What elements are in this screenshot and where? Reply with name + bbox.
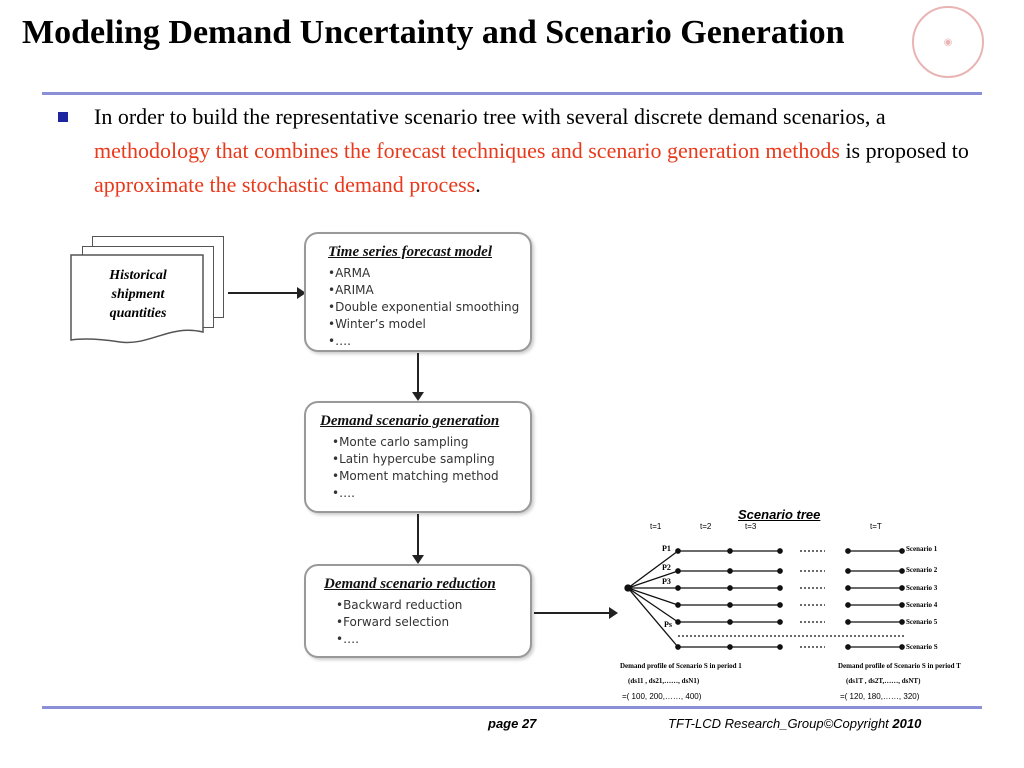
tree-segment [727, 619, 733, 625]
list-item: Backward reduction [336, 597, 530, 614]
tree-segment [727, 548, 733, 554]
tree-segment [675, 619, 681, 625]
list-item: ARIMA [328, 282, 530, 299]
period-label: t=1 [650, 522, 662, 531]
copyright-text: TFT-LCD Research_Group©Copyright [668, 716, 893, 731]
forecast-model-box: Time series forecast model ARMA ARIMA Do… [304, 232, 532, 352]
tree-segment [845, 602, 851, 608]
period-label: t=3 [745, 522, 757, 531]
prob-label: P3 [662, 577, 671, 586]
bullet-text-part1: In order to build the representative sce… [94, 104, 886, 129]
list-item: …. [336, 631, 530, 648]
docs-label: Historical shipment quantities [109, 268, 167, 321]
arrow-reduction-to-tree [534, 607, 618, 619]
list-item: Latin hypercube sampling [332, 451, 530, 468]
list-item: Monte carlo sampling [332, 434, 530, 451]
tree-segment [675, 568, 681, 574]
scenario-label: Scenario 1 [906, 545, 938, 553]
tree-segment [675, 548, 681, 554]
copyright-year: 2010 [892, 716, 922, 731]
profileT-values: =( 120, 180,……, 320) [840, 692, 920, 701]
period-label: t=2 [700, 522, 712, 531]
tree-segment [727, 602, 733, 608]
list-item: Forward selection [336, 614, 530, 631]
scenario-label: Scenario 2 [906, 566, 938, 574]
scenario-reduction-title: Demand scenario reduction [324, 576, 496, 592]
tree-segment [899, 585, 905, 591]
arrow-generation-to-reduction [412, 514, 424, 564]
tree-segment [777, 585, 783, 591]
tree-segment [777, 644, 783, 650]
tree-segment [675, 585, 681, 591]
tree-segment [777, 568, 783, 574]
tree-segment [899, 548, 905, 554]
profile1-values: =( 100, 200,……, 400) [622, 692, 702, 701]
forecast-model-title: Time series forecast model [328, 244, 492, 260]
highlight-methodology: methodology that combines the forecast t… [94, 138, 840, 163]
tree-segment [727, 585, 733, 591]
bullet-text-part3: . [475, 172, 481, 197]
tree-segment [899, 644, 905, 650]
scenario-tree-diagram [624, 548, 905, 650]
arrow-forecast-to-generation [412, 353, 424, 401]
page-number: page 27 [488, 716, 537, 731]
scenario-label: Scenario 4 [906, 601, 938, 609]
scenario-label: Scenario 3 [906, 584, 938, 592]
bullet-text-part2: is proposed to [839, 138, 969, 163]
tree-segment [675, 602, 681, 608]
document-icon [70, 254, 204, 344]
tree-segment [727, 568, 733, 574]
bullet-square-icon [58, 112, 68, 122]
tree-segment [777, 619, 783, 625]
list-item: Moment matching method [332, 468, 530, 485]
list-item: …. [332, 485, 530, 502]
bottom-divider [42, 706, 982, 709]
scenario-generation-list: Monte carlo sampling Latin hypercube sam… [320, 434, 530, 502]
scenario-reduction-box: Demand scenario reduction Backward reduc… [304, 564, 532, 658]
scenario-reduction-list: Backward reduction Forward selection …. [324, 597, 530, 648]
tree-segment [777, 548, 783, 554]
prob-label: Ps [664, 620, 672, 629]
tree-segment [845, 548, 851, 554]
tree-segment [899, 602, 905, 608]
tree-segment [899, 568, 905, 574]
tree-segment [675, 644, 681, 650]
arrow-docs-to-forecast [228, 287, 306, 299]
footer-copyright: TFT-LCD Research_Group©Copyright 2010 [668, 716, 921, 731]
tree-segment [777, 602, 783, 608]
prob-label: P2 [662, 563, 671, 572]
list-item: …. [328, 333, 530, 350]
slide-title: Modeling Demand Uncertainty and Scenario… [22, 14, 845, 51]
university-seal-logo: ◉ [912, 6, 984, 78]
bullet-text: In order to build the representative sce… [94, 100, 994, 202]
scenario-label: Scenario 5 [906, 618, 938, 626]
tree-segment [845, 644, 851, 650]
tree-segment [845, 619, 851, 625]
scenario-generation-box: Demand scenario generation Monte carlo s… [304, 401, 532, 513]
tree-segment [727, 644, 733, 650]
top-divider [42, 92, 982, 95]
scenario-label: Scenario S [906, 643, 938, 651]
list-item: Winter’s model [328, 316, 530, 333]
profile1-label: Demand profile of Scenario S in period 1 [620, 662, 742, 670]
prob-label: P1 [662, 544, 671, 553]
profileT-label: Demand profile of Scenario S in period T [838, 662, 961, 670]
forecast-model-list: ARMA ARIMA Double exponential smoothing … [328, 265, 530, 350]
highlight-approximate: approximate the stochastic demand proces… [94, 172, 476, 197]
tree-segment [899, 619, 905, 625]
tree-segment [845, 568, 851, 574]
list-item: ARMA [328, 265, 530, 282]
tree-segment [845, 585, 851, 591]
profile1-vector: (ds11 , ds21,……, dsN1) [628, 677, 700, 685]
period-label: t=T [870, 522, 882, 531]
scenario-generation-title: Demand scenario generation [320, 413, 500, 429]
list-item: Double exponential smoothing [328, 299, 530, 316]
scenario-tree-title: Scenario tree [738, 507, 821, 522]
profileT-vector: (ds1T , ds2T,……, dsNT) [846, 677, 921, 685]
